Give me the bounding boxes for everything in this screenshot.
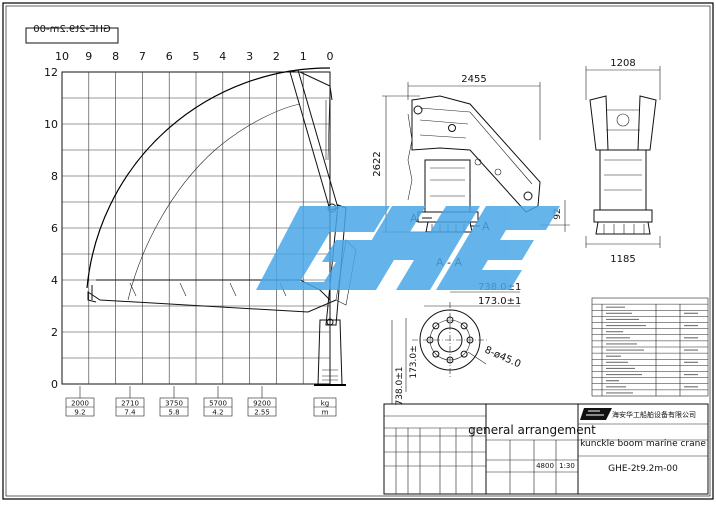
title-block-grid	[384, 415, 486, 494]
load-value: 3750	[165, 400, 183, 408]
grid-y-labels: 12 10 8 6 4 2 0	[44, 66, 58, 391]
bolt-hole	[432, 322, 440, 330]
load-value: 9200	[253, 400, 271, 408]
inner-border	[5, 5, 711, 497]
grid-y-label: 0	[51, 378, 58, 391]
side-boom-lines	[419, 107, 533, 185]
boom-hydraulics	[325, 85, 331, 161]
grid-x-label: 5	[193, 50, 200, 63]
section-dim-bolt: 8-ø45.0	[483, 345, 523, 371]
technical-parameter-table	[591, 297, 709, 397]
grid-y-label: 12	[44, 66, 58, 79]
section-dim-vert-b: 738.0±1	[395, 366, 405, 405]
grid-x-label: 2	[273, 50, 280, 63]
title-scale: 1:30	[559, 462, 575, 470]
bolt-hole	[432, 350, 440, 358]
dim-height-label: 2622	[372, 151, 383, 176]
title-company: 海安华工船舶设备有限公司	[612, 410, 696, 419]
title-product: kunckle boom marine crane	[580, 439, 706, 449]
grid-y-label: 2	[51, 326, 58, 339]
title-block-logo	[580, 408, 612, 420]
unit-m: m	[322, 409, 329, 417]
section-dim-vert-a: 173.0±	[409, 345, 419, 378]
title-weight: 4800	[536, 462, 554, 470]
grid-x-label: 3	[246, 50, 253, 63]
bolt-hole	[460, 350, 468, 358]
boom-section-marks	[129, 282, 287, 297]
section-dim-inner: 173.0±1	[478, 296, 521, 307]
grid-x-label: 4	[219, 50, 226, 63]
end-bearing	[593, 209, 653, 223]
dim-width-label: 2455	[461, 74, 486, 85]
working-envelope-inner-arc	[127, 103, 301, 301]
grid-x-label: 10	[55, 50, 69, 63]
title-block: general arrangement kunckle boom marine …	[383, 403, 709, 495]
side-boom-body	[411, 95, 541, 213]
end-left-boom	[589, 95, 609, 151]
grid-y-label: 6	[51, 222, 58, 235]
boom-tip-top	[299, 71, 333, 101]
grid-x-label: 6	[166, 50, 173, 63]
grid-x-label: 0	[327, 50, 334, 63]
working-envelope-outer-arc	[86, 67, 331, 289]
radius-value: 2.55	[254, 409, 270, 417]
radius-value: 9.2	[74, 409, 85, 417]
outer-border	[2, 2, 714, 500]
code-box-label: GHE-2t9.2m-00	[33, 24, 110, 35]
end-dim-top-label: 1208	[610, 58, 635, 69]
unit-kg: kg	[321, 400, 330, 408]
grid-x-label: 8	[112, 50, 119, 63]
watermark-letter-e	[436, 206, 560, 290]
load-value: 2710	[121, 400, 139, 408]
dim-small-label: 92	[553, 208, 563, 219]
end-right-boom	[637, 95, 657, 151]
extended-boom-lower	[87, 291, 337, 313]
end-pedestal	[595, 221, 651, 235]
grid-x-label: 1	[300, 50, 307, 63]
grid-y-label: 8	[51, 170, 58, 183]
title-general-arrangement: general arrangement	[468, 423, 596, 437]
grid-y-label: 4	[51, 274, 58, 287]
radius-value: 5.8	[168, 409, 179, 417]
pedestal-ribs	[322, 369, 338, 381]
ghe-watermark-logo	[256, 206, 560, 290]
load-value: 2000	[71, 400, 89, 408]
grid-x-label: 7	[139, 50, 146, 63]
code-box-label-group: GHE-2t9.2m-00	[33, 24, 110, 35]
slew-joint	[326, 318, 334, 326]
radius-value: 4.2	[212, 409, 223, 417]
load-value: 5700	[209, 400, 227, 408]
grid-x-label: 9	[85, 50, 92, 63]
grid-y-label: 10	[44, 118, 58, 131]
radius-value: 7.4	[124, 409, 136, 417]
side-hose	[407, 113, 413, 201]
title-drawing-no: GHE-2t9.2m-00	[608, 464, 678, 474]
end-view: 1208 1185	[585, 58, 661, 265]
watermark-letter-h	[342, 206, 480, 290]
bolt-hole	[460, 322, 468, 330]
end-column	[599, 149, 647, 211]
code-box	[25, 27, 119, 44]
end-dim-bottom-label: 1185	[610, 254, 635, 265]
